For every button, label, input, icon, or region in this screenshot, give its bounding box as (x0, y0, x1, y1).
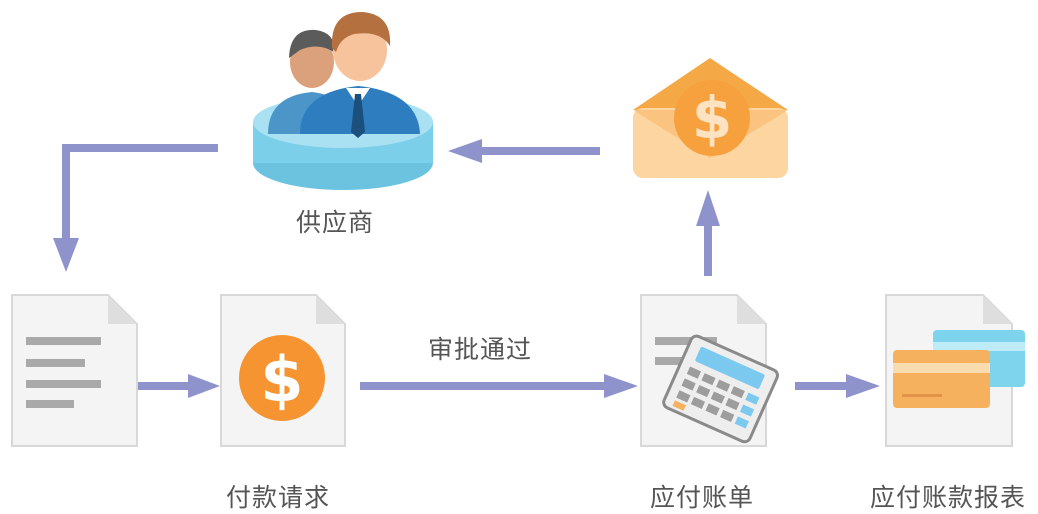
arrow-supplier-to-document (53, 144, 218, 272)
arrow-envelope-to-supplier (448, 139, 600, 163)
arrow-request-to-payable (360, 374, 638, 398)
payable-report-label: 应付账款报表 (870, 483, 1027, 512)
payment-request-icon: $ (220, 294, 346, 447)
accounts-payable-label: 应付账单 (650, 483, 755, 512)
credit-card-icon (893, 350, 990, 408)
arrow-document-to-request (138, 374, 220, 398)
arrow-payable-to-envelope (696, 190, 720, 276)
accounts-payable-icon (640, 294, 779, 447)
text-line (26, 359, 85, 367)
text-line (26, 337, 101, 345)
payable-report-icon (885, 294, 1025, 447)
approval-edge-label: 审批通过 (428, 335, 533, 364)
envelope-dollar-icon: $ (692, 84, 732, 152)
text-line (26, 400, 74, 408)
text-line (26, 380, 101, 388)
supplier-icon (253, 12, 433, 190)
calculator-icon (662, 334, 779, 444)
document-icon (11, 294, 138, 447)
supplier-label: 供应商 (296, 208, 375, 237)
dollar-coin-icon: $ (260, 343, 303, 416)
payment-request-label: 付款请求 (226, 483, 331, 512)
payment-envelope-icon: $ (633, 58, 788, 178)
arrow-payable-to-report (795, 374, 880, 398)
